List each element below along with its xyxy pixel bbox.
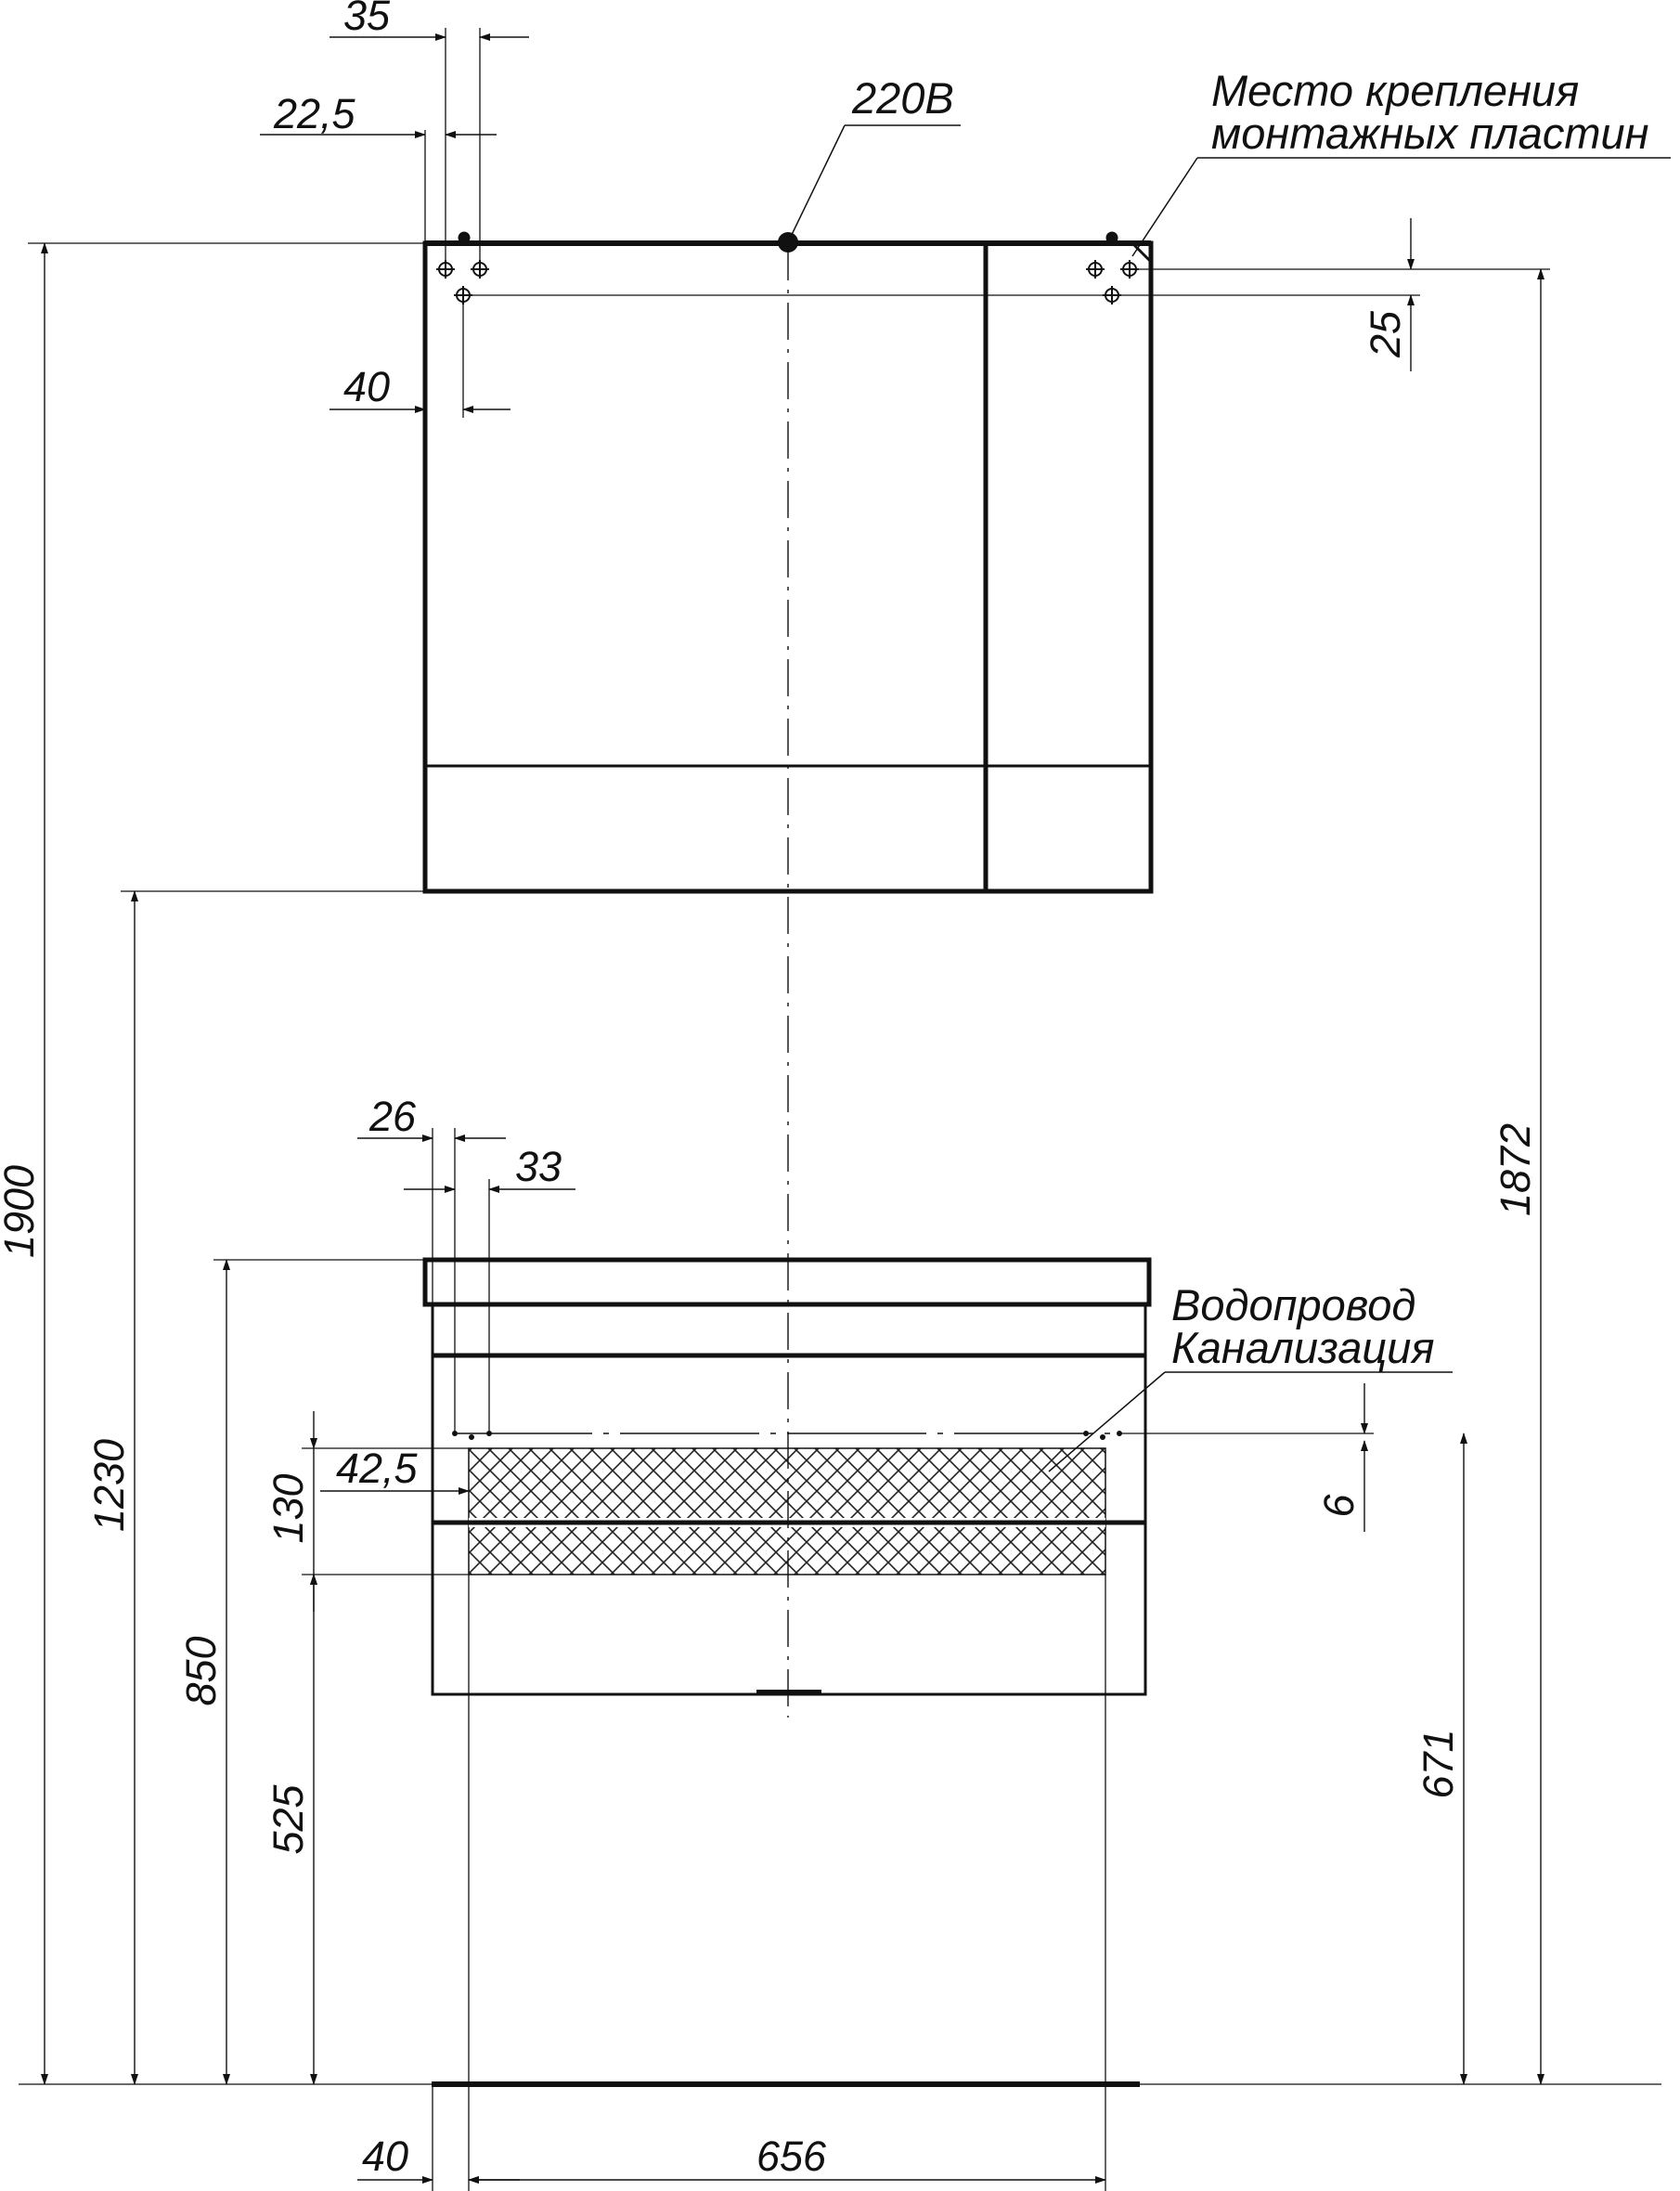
mount-label-line1: Место крепления [1211, 66, 1579, 115]
power-label: 220В [851, 73, 954, 123]
dim-42-5: 42,5 [336, 1445, 419, 1492]
dim-25: 25 [1362, 310, 1409, 358]
dim-35: 35 [343, 0, 391, 39]
dim-1230: 1230 [85, 1439, 133, 1532]
dim-656: 656 [756, 2133, 827, 2180]
pipes-label-line1: Водопровод [1171, 1280, 1415, 1329]
dim-1872: 1872 [1492, 1123, 1539, 1216]
dim-130: 130 [265, 1473, 312, 1543]
dim-26: 26 [368, 1093, 417, 1140]
dim-525: 525 [265, 1783, 312, 1854]
mount-label-line2: монтажных пластин [1211, 109, 1649, 158]
dim-33: 33 [515, 1143, 562, 1190]
dim-40-top: 40 [343, 363, 390, 410]
dim-850: 850 [177, 1636, 225, 1705]
dim-6: 6 [1315, 1494, 1363, 1518]
communications-zone [468, 1447, 1106, 1575]
dim-671: 671 [1415, 1729, 1462, 1798]
dim-40-bottom: 40 [362, 2133, 408, 2180]
dim-22-5: 22,5 [273, 90, 356, 137]
dim-1900: 1900 [0, 1165, 43, 1258]
pipes-label-line2: Канализация [1171, 1323, 1435, 1372]
